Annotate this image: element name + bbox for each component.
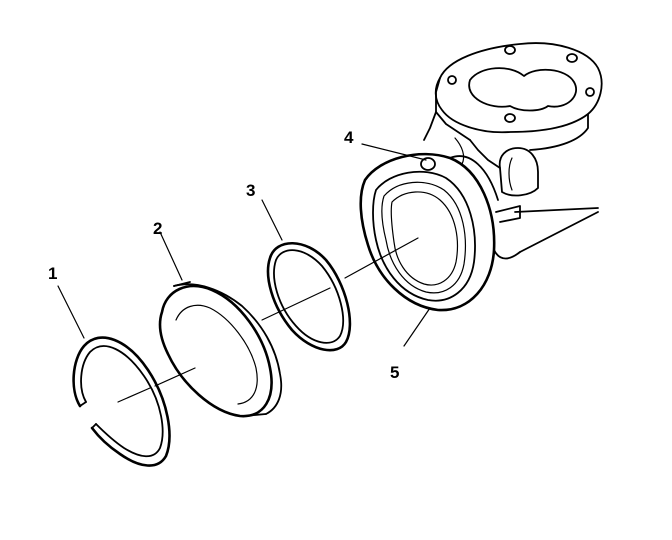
housing (359, 42, 603, 347)
retaining-ring (57, 285, 171, 467)
callout-4: 4 (344, 128, 354, 147)
callout-2: 2 (153, 219, 162, 238)
callout-3: 3 (246, 181, 255, 200)
dowel (361, 143, 427, 161)
callout-5: 5 (390, 363, 399, 382)
cover (158, 231, 283, 418)
seal-ring (261, 199, 352, 352)
callout-1: 1 (48, 264, 57, 283)
